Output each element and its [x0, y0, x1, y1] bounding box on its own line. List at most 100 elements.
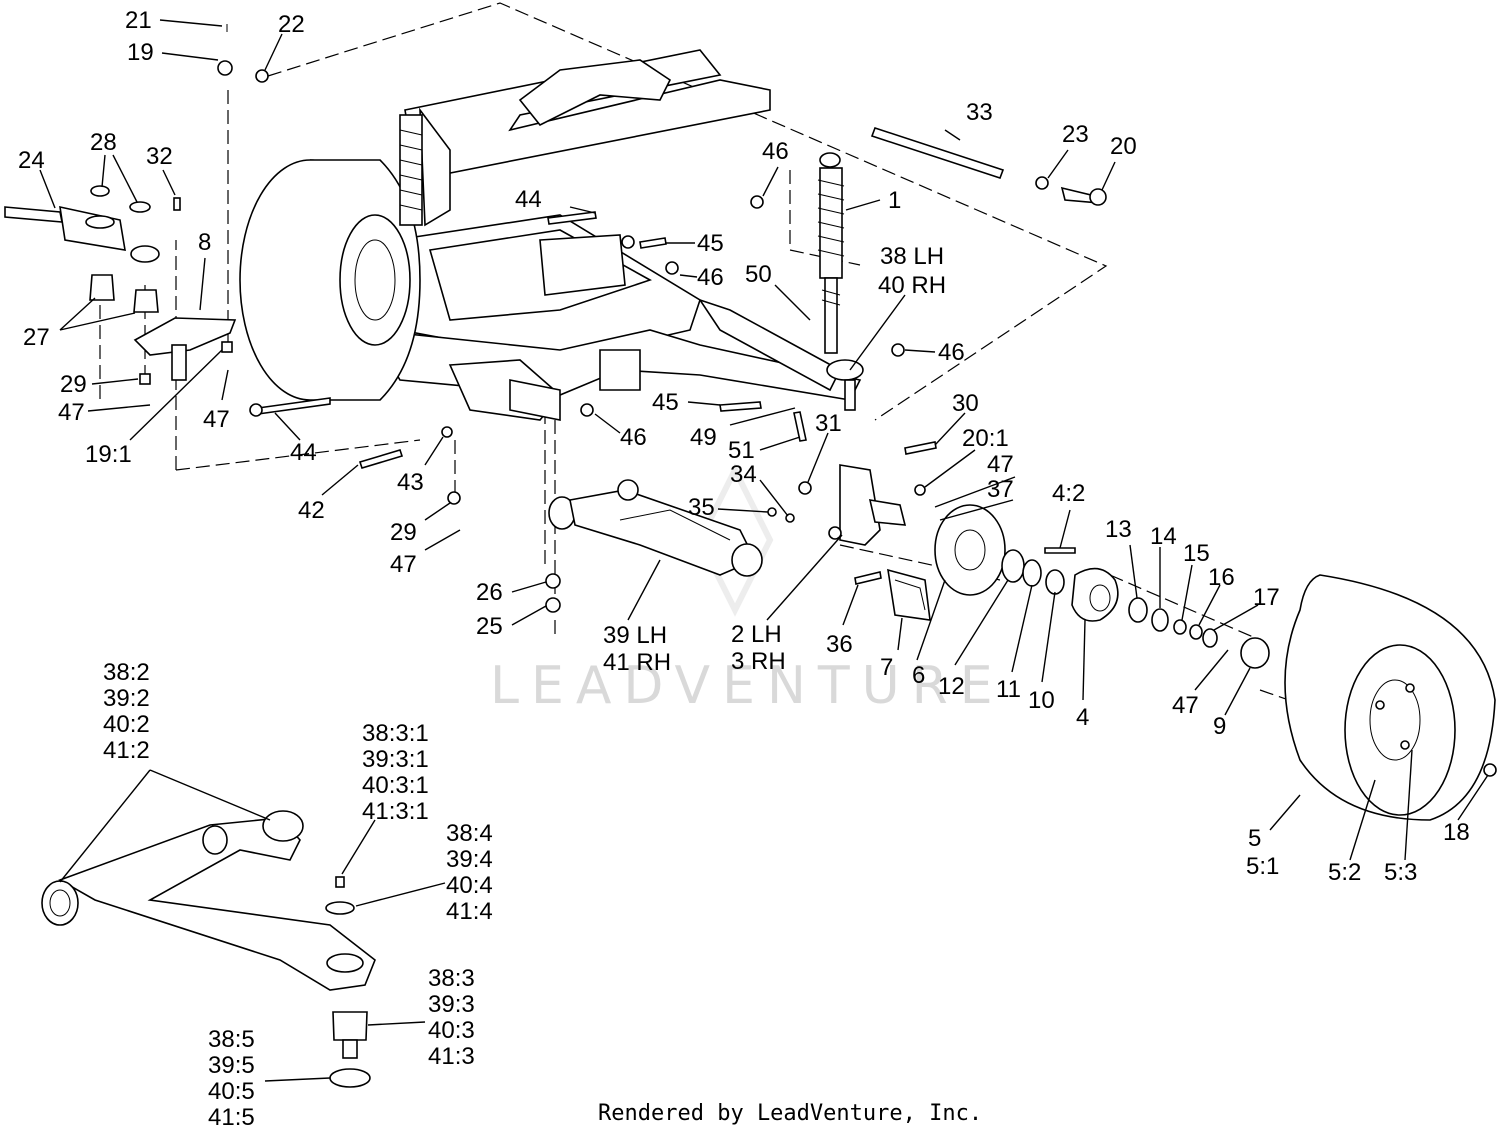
callout-29: 29	[390, 519, 417, 546]
callout-5-3: 5:3	[1384, 859, 1417, 886]
callout-47: 47	[987, 451, 1014, 478]
detail-39-4: 39:4	[446, 846, 493, 873]
callout-30: 30	[952, 390, 979, 417]
callout-28: 28	[90, 129, 117, 156]
detail-40-3: 40:3	[428, 1017, 475, 1044]
callout-46: 46	[762, 138, 789, 165]
callout-2-lh: 2 LH	[731, 621, 782, 648]
hub-bearings	[1001, 547, 1270, 669]
steering-arm	[133, 24, 269, 385]
credit-text: Rendered by LeadVenture, Inc.	[598, 1101, 982, 1126]
callout-31: 31	[815, 410, 842, 437]
detail-38-4: 38:4	[446, 820, 493, 847]
callout-46: 46	[697, 264, 724, 291]
callout-35: 35	[688, 494, 715, 521]
watermark-logo	[696, 463, 774, 617]
tie-rod	[870, 127, 1107, 206]
callout-4: 4	[1076, 704, 1089, 731]
leader-lines	[39, 19, 1489, 1082]
callout-38-lh: 38 LH	[880, 243, 944, 270]
callout-25: 25	[476, 613, 503, 640]
callout-41-rh: 41 RH	[603, 649, 671, 676]
callout-36: 36	[826, 631, 853, 658]
callout-24: 24	[18, 147, 45, 174]
callout-3-rh: 3 RH	[731, 648, 786, 675]
callout-47: 47	[58, 399, 85, 426]
rear-shock	[399, 114, 423, 226]
callout-19: 19	[127, 39, 154, 66]
callout-47: 47	[1172, 692, 1199, 719]
detail-39-3-1: 39:3:1	[362, 746, 429, 773]
callout-8: 8	[198, 229, 211, 256]
callout-39-lh: 39 LH	[603, 622, 667, 649]
detail-41-2: 41:2	[103, 737, 150, 764]
steering-rack	[4, 185, 181, 313]
callout-27: 27	[23, 324, 50, 351]
callout-51: 51	[728, 437, 755, 464]
callout-21: 21	[125, 7, 152, 34]
hardware-bolts	[249, 195, 937, 523]
callout-23: 23	[1062, 121, 1089, 148]
detail-41-3: 41:3	[428, 1043, 475, 1070]
callout-32: 32	[146, 143, 173, 170]
callout-45: 45	[652, 389, 679, 416]
rear-tire	[239, 159, 421, 401]
spindle-knuckle	[826, 359, 907, 546]
callout-labels: 21 19 22 24 28 32 8 27 29 47 47 19:1 44 …	[18, 7, 1470, 1131]
front-wheel	[1284, 574, 1497, 821]
callout-14: 14	[1150, 523, 1177, 550]
control-arm-detail	[41, 810, 376, 1088]
detail-40-5: 40:5	[208, 1078, 255, 1105]
callout-43: 43	[397, 469, 424, 496]
detail-39-5: 39:5	[208, 1052, 255, 1079]
chassis-frame	[368, 49, 862, 421]
callout-20-1: 20:1	[962, 425, 1009, 452]
callout-9: 9	[1213, 713, 1226, 740]
callout-7: 7	[880, 654, 893, 681]
callout-5: 5	[1248, 825, 1261, 852]
callout-18: 18	[1443, 819, 1470, 846]
detail-40-4: 40:4	[446, 872, 493, 899]
callout-29: 29	[60, 371, 87, 398]
callout-49: 49	[690, 424, 717, 451]
callout-33: 33	[966, 99, 993, 126]
detail-38-3-1: 38:3:1	[362, 720, 429, 747]
brake-rotor	[934, 504, 1006, 596]
callout-12: 12	[938, 673, 965, 700]
lower-control-arm	[545, 479, 763, 613]
callout-17: 17	[1253, 584, 1280, 611]
callout-6: 6	[912, 662, 925, 689]
callout-5-1: 5:1	[1246, 853, 1279, 880]
callout-50: 50	[745, 261, 772, 288]
callout-4-2: 4:2	[1052, 480, 1085, 507]
callout-46: 46	[938, 339, 965, 366]
callout-5-2: 5:2	[1328, 859, 1361, 886]
detail-38-2: 38:2	[103, 659, 150, 686]
callout-16: 16	[1208, 564, 1235, 591]
callout-15: 15	[1183, 540, 1210, 567]
callout-42: 42	[298, 497, 325, 524]
detail-40-2: 40:2	[103, 711, 150, 738]
brake-caliper	[854, 568, 931, 621]
callout-45: 45	[697, 230, 724, 257]
detail-39-3: 39:3	[428, 991, 475, 1018]
callout-46: 46	[620, 424, 647, 451]
callout-37: 37	[987, 476, 1014, 503]
detail-40-3-1: 40:3:1	[362, 772, 429, 799]
callout-26: 26	[476, 579, 503, 606]
front-shock	[817, 152, 845, 354]
detail-38-3: 38:3	[428, 965, 475, 992]
callout-13: 13	[1105, 516, 1132, 543]
callout-40-rh: 40 RH	[878, 272, 946, 299]
callout-47: 47	[203, 406, 230, 433]
detail-41-3-1: 41:3:1	[362, 798, 429, 825]
detail-41-4: 41:4	[446, 898, 493, 925]
callout-11: 11	[996, 676, 1021, 703]
callout-19-1: 19:1	[85, 441, 132, 468]
callout-47: 47	[390, 551, 417, 578]
detail-41-5: 41:5	[208, 1104, 255, 1131]
callout-22: 22	[278, 11, 305, 38]
detail-38-5: 38:5	[208, 1026, 255, 1053]
callout-44: 44	[290, 439, 317, 466]
